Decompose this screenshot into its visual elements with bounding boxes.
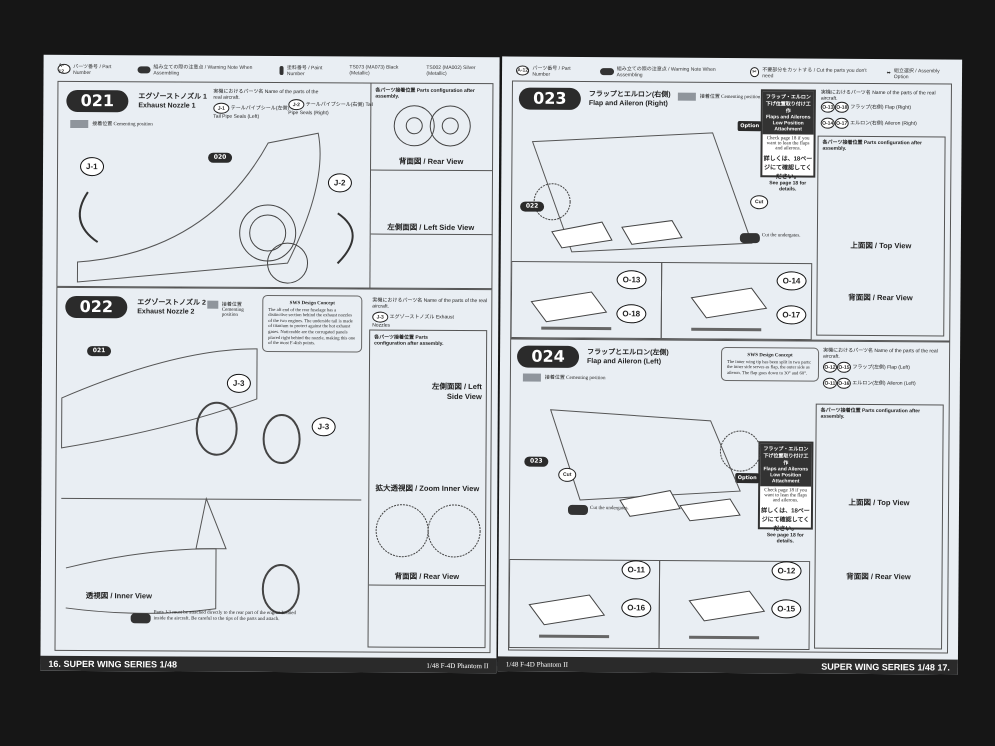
ref-step-badge: 023 [524,456,549,467]
step-title: フラップとエルロン(右側)Flap and Aileron (Right) [588,91,671,108]
option-arrow-icon: ⬌ [886,70,891,77]
ref-step-badge: 022 [520,201,545,212]
top-view-caption: 上面図 / Top View [850,240,912,251]
warning-icon [567,504,589,516]
paint-black: TS073 (MA073) Black (Metallic) [349,64,399,77]
step-title: フラップとエルロン(左側)Flap and Aileron (Left) [587,349,669,366]
exhaust-nozzle-drawing [76,132,354,284]
config-panel: 各パーツ接着位置 Parts configuration after assem… [816,135,946,337]
nozzle-drawing [61,348,362,615]
callout-J-1: J-1 [79,157,104,177]
wing-flap-drawing [511,132,813,340]
warning-icon [137,65,151,73]
legend-paint: 塗料番号 / Paint Number [286,64,323,77]
config-label: 各パーツ接着位置 Parts configuration after assem… [822,139,922,152]
warning-text: Cut the undergates. [761,233,801,239]
step-number: 022 [65,295,128,319]
callout-O-14: O-14 [776,271,807,291]
rear-view-drawing [375,504,481,558]
legend-part-number: パーツ番号 / Part Number [73,63,112,76]
page-number: 16. [48,658,61,669]
warning-icon [600,67,614,75]
step-number: 023 [518,87,581,110]
callout-O-15: O-15 [771,599,802,619]
step-number: 024 [516,345,580,368]
left-side-caption: 左側面図 / Left Side View [431,381,482,402]
top-view-caption: 上面図 / Top View [848,497,910,508]
callout-O-16: O-16 [621,598,652,618]
rear-view-caption: 背面図 / Rear View [848,292,913,303]
series-title: SUPER WING SERIES 1/48 [821,661,935,672]
config-panel: 各パーツ接着位置 Parts configuration after assem… [369,83,494,290]
real-name-label: 実機におけるパーツ名 Name of the parts of the real… [823,347,938,360]
warning-text: Cut the undergates. [589,506,629,512]
cementing-legend: 接着位置 Cementing position [207,300,257,318]
rear-view-caption: 背面図 / Rear View [398,156,464,167]
callout-O-13: O-13 [616,270,647,290]
warning-icon [739,233,760,244]
part-J-2-name: J-2 テールパイプシール(右側) Tail Pipe Seals (Right… [288,99,378,116]
paint-silver: TS002 (MA002) Silver (Metallic) [426,64,476,77]
kit-name: 1/48 F-4D Phantom II [426,661,489,670]
callout-J-3: J-3 [226,373,251,393]
step-number: 021 [66,89,129,113]
part-J-3-name: J-3 エグゾーストノズル Exhaust Nozzles [372,311,472,330]
warning-icon [130,613,151,624]
real-name-label: 実機におけるパーツ名 Name of the parts of the real… [372,297,488,310]
zoom-view-caption: 拡大透視図 / Zoom Inner View [375,483,480,494]
paint-bottle-icon [279,65,284,75]
part-number-icon: A-12 [57,63,71,75]
step-024-panel: 024 フラップとエルロン(左側)Flap and Aileron (Left)… [508,338,951,654]
part-J-1-name: J-1 テールパイプシール(左側) Tail Pipe Seals (Left) [213,102,293,120]
callout-O-18: O-18 [616,304,647,324]
callout-O-17: O-17 [776,305,807,325]
callout-J-2: J-2 [327,173,352,193]
config-panel: 各パーツ接着位置 Parts configuration after assem… [814,403,944,650]
footer-left: 16. SUPER WING SERIES 1/48 1/48 F-4D Pha… [40,655,497,674]
kit-name: 1/48 F-4D Phantom II [505,659,568,669]
cut-icon: Cut [750,195,769,210]
cementing-legend: 接着位置 Cementing position [677,92,761,102]
rear-view-caption: 背面図 / Rear View [394,571,460,581]
step-023-panel: 023 フラップとエルロン(右側)Flap and Aileron (Right… [510,80,952,342]
wing-flap-drawing [509,409,811,651]
real-name-label: 実機におけるパーツ名 Name of the parts of the real… [820,89,936,102]
part-number-icon: A-12 [516,65,530,76]
callout-O-12: O-12 [771,561,802,581]
ref-step-badge: 020 [208,152,233,163]
left-side-caption: 左側面図 / Left Side View [387,222,475,233]
callout-J-3: J-3 [311,417,336,437]
config-panel: 各パーツ接着位置 Parts configuration after assem… [367,329,488,649]
legend-warning: 組み立ての際の注意点 / Warning Note When Assemblin… [153,63,253,77]
config-label: 各パーツ接着位置 Parts configuration after assem… [820,407,921,420]
cut-icon: ✂ [749,67,760,78]
cut-icon: Cut [558,467,577,482]
cementing-legend: 接着位置 Cementing position [522,373,606,383]
config-label: 各パーツ接着位置 Parts configuration after assem… [374,334,444,347]
page-number: 17. [937,661,950,673]
rear-view-caption: 背面図 / Rear View [846,571,911,582]
warning-text: Parts J-3 must be attached directly to t… [153,610,297,623]
series-title: SUPER WING SERIES 1/48 [63,658,178,670]
rear-view-drawing [393,105,471,147]
inner-view-caption: 透視図 / Inner View [85,591,152,601]
footer-right: 1/48 F-4D Phantom II SUPER WING SERIES 1… [497,656,958,675]
